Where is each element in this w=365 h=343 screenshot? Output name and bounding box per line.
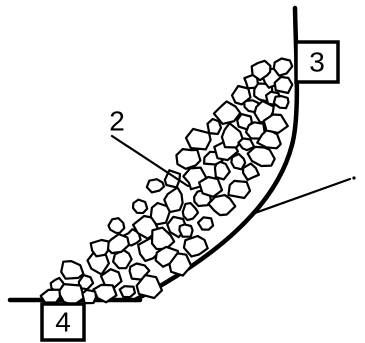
leader-line-right: [250, 177, 352, 216]
rock-fragment: [262, 113, 289, 135]
rock-fragment: [135, 274, 163, 300]
rock-fragment: [250, 59, 272, 82]
rock-fragment: [145, 178, 166, 194]
rock-fragment: [89, 238, 110, 258]
label-4-box: 4: [40, 302, 86, 342]
leader-line-2: [110, 134, 190, 188]
rock-fragment: [112, 249, 133, 270]
rock-fragment: [92, 283, 118, 304]
rock-fragment: [60, 260, 85, 280]
rock-fragment: [212, 100, 242, 125]
rock-fragment: [131, 198, 149, 215]
rock-fragment: [242, 162, 260, 181]
rock-fragment: [196, 216, 215, 231]
rock-fragment: [206, 117, 223, 136]
rock-fragment: [181, 202, 200, 222]
rock-fragment: [227, 179, 252, 200]
label-4: 4: [55, 307, 71, 338]
rock-fragment: [81, 288, 98, 305]
label-3: 3: [309, 47, 325, 78]
label-2: 2: [109, 106, 125, 137]
rock-fragment: [230, 152, 247, 171]
rock-fragment: [272, 57, 294, 77]
rock-fragment: [237, 137, 256, 152]
rock-fragment: [207, 194, 237, 217]
rock-fragment: [213, 159, 231, 181]
rock-fragment: [39, 288, 62, 304]
rock-fragment: [272, 94, 290, 110]
rock-fragment: [182, 234, 209, 258]
rock-fragment: [273, 75, 294, 95]
label-3-box: 3: [294, 40, 340, 84]
rock-fragment: [220, 122, 244, 149]
rock-fragment: [118, 285, 136, 299]
rock-fragment: [175, 148, 202, 170]
rock-fragment: [184, 127, 212, 151]
rock-fragment: [198, 175, 224, 198]
rock-fragment: [107, 217, 126, 235]
rock-fragment: [168, 252, 193, 277]
rock-fragment: [246, 145, 276, 168]
rock-fragment: [163, 169, 182, 189]
rock-fill: [39, 57, 294, 307]
rock-fragment: [163, 186, 184, 214]
leader-end-dot: [352, 176, 356, 180]
rock-fragment: [178, 223, 194, 238]
